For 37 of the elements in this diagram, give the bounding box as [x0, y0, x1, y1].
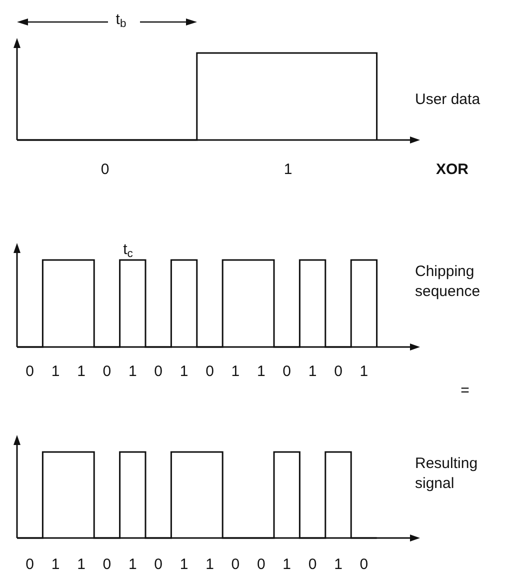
bit-value: 1	[206, 555, 214, 575]
bit-value: 0	[102, 555, 112, 575]
bit-value: 0	[360, 555, 368, 575]
bit-value: 1	[77, 362, 86, 382]
bit-value: 1	[334, 555, 342, 575]
bit-value: 0	[26, 362, 34, 382]
bit-value: 1	[51, 362, 60, 382]
bit-value: 1	[77, 555, 86, 575]
signal-label: Resulting signal	[415, 454, 479, 494]
bit-value: 0	[154, 555, 163, 575]
bit-value: 0	[102, 362, 112, 382]
bit-value: 0	[282, 362, 292, 382]
bit-value: 1	[308, 362, 317, 382]
bit-value: 1	[256, 362, 266, 382]
bit-value: 1	[128, 362, 137, 382]
operator-label: =	[460, 381, 470, 401]
bit-value: 1	[51, 555, 60, 575]
bit-value: 0	[231, 555, 240, 575]
bit-value: 0	[206, 362, 214, 382]
bit-value: 0	[256, 555, 266, 575]
bit-value: 0	[26, 555, 34, 575]
bit-value: 1	[128, 555, 137, 575]
bit-value: 1	[180, 362, 188, 382]
signal-label: Chipping sequence	[415, 262, 482, 302]
bit-value: 1	[284, 160, 292, 180]
time-label: t$_{c}$	[123, 240, 133, 260]
operator-label: XOR	[436, 160, 469, 180]
signal-label: User data	[415, 90, 480, 110]
bit-value: 0	[334, 362, 342, 382]
bit-value: 1	[180, 555, 188, 575]
bit-value: 1	[360, 362, 368, 382]
bit-value: 0	[154, 362, 163, 382]
time-label: t$_{b}$	[116, 10, 126, 30]
bit-value: 1	[231, 362, 240, 382]
bit-value: 0	[308, 555, 317, 575]
bit-value: 1	[282, 555, 292, 575]
bit-value: 0	[100, 160, 110, 180]
